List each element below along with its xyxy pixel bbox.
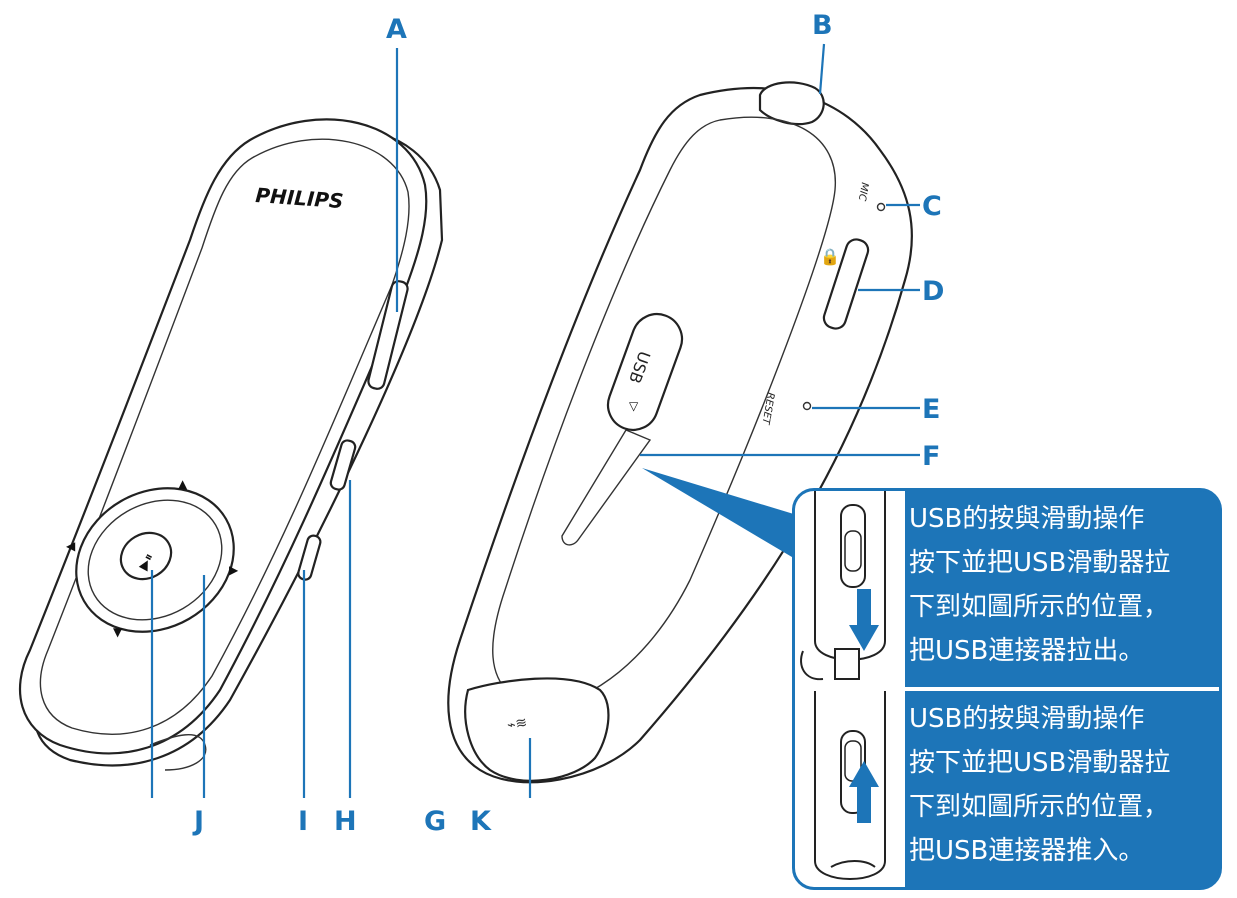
usb-pull-out-drawing <box>800 491 886 681</box>
usb-push-in-panel: USB的按與滑動操作 按下並把USB滑動器拉 下到如圖所示的位置， 把USB連接… <box>795 691 1219 887</box>
back-device-body <box>447 87 913 784</box>
instruction-line: 把USB連接器推入。 <box>909 836 1145 866</box>
front-view-device: PHILIPS ▶⏸ ▲ ◀ ▶ ▼ <box>18 118 444 771</box>
front-device-inner-border <box>39 138 410 735</box>
instruction-line: 下到如圖所示的位置， <box>909 792 1170 822</box>
callout-g: G <box>424 806 446 837</box>
usb-pull-out-instructions: USB的按與滑動操作 按下並把USB滑動器拉 下到如圖所示的位置， 把USB連接… <box>909 497 1219 673</box>
usb-pull-out-illustration <box>795 491 905 687</box>
mic-hole <box>876 202 886 212</box>
hold-switch[interactable] <box>821 237 870 331</box>
lanyard-loop <box>758 81 825 126</box>
usb-slider-track <box>561 429 652 546</box>
usb-slider-button[interactable] <box>601 307 689 437</box>
usb-cap-logo-icon: ⌁≋ <box>506 715 529 734</box>
nav-down-arrow-icon: ▼ <box>113 625 123 639</box>
up-arrow-icon <box>849 761 879 787</box>
instruction-line: 按下並把USB滑動器拉 <box>909 548 1171 578</box>
callout-i: I <box>298 806 308 837</box>
play-pause-icon: ▶⏸ <box>136 551 157 573</box>
callout-letters: A B C D E F J I H G K <box>192 10 944 837</box>
instruction-line: 按下並把USB滑動器拉 <box>909 748 1171 778</box>
side-button-h[interactable] <box>329 439 357 491</box>
instruction-line: USB的按與滑動操作 <box>909 504 1145 534</box>
leader-b <box>818 43 826 95</box>
instruction-line: 把USB連接器拉出。 <box>909 636 1145 666</box>
callout-h: H <box>334 806 357 837</box>
usb-cap <box>464 677 610 782</box>
callout-a: A <box>386 14 407 45</box>
usb-push-in-illustration <box>795 691 905 887</box>
nav-left-arrow-icon: ◀ <box>66 539 76 553</box>
callout-d: D <box>922 276 944 307</box>
lock-icon: 🔒 <box>820 247 840 266</box>
instruction-line: USB的按與滑動操作 <box>909 704 1145 734</box>
usb-instruction-inset: USB的按與滑動操作 按下並把USB滑動器拉 下到如圖所示的位置， 把USB連接… <box>792 488 1222 890</box>
callout-k: K <box>470 806 492 837</box>
inset-divider <box>795 687 1219 691</box>
back-view-device: MIC 🔒 RESET USB ▽ ⌁≋ <box>447 81 913 784</box>
nav-up-arrow-icon: ▲ <box>178 477 188 491</box>
mic-label: MIC <box>856 181 870 201</box>
reset-hole <box>802 401 812 411</box>
usb-push-in-instructions: USB的按與滑動操作 按下並把USB滑動器拉 下到如圖所示的位置， 把USB連接… <box>909 697 1219 873</box>
navigation-ring-inner <box>87 499 223 621</box>
usb-push-in-drawing <box>814 691 886 880</box>
callout-b: B <box>812 10 833 41</box>
callout-c: C <box>922 191 942 222</box>
callout-e: E <box>922 394 940 425</box>
callout-j: J <box>192 806 204 837</box>
usb-slider-arrow-icon: ▽ <box>629 399 639 413</box>
callout-f: F <box>922 441 940 472</box>
leader-lines <box>150 43 920 798</box>
usb-pull-out-panel: USB的按與滑動操作 按下並把USB滑動器拉 下到如圖所示的位置， 把USB連接… <box>795 491 1219 687</box>
zoom-wedge <box>642 468 797 560</box>
nav-right-arrow-icon: ▶ <box>229 563 239 577</box>
down-arrow-icon <box>849 625 879 651</box>
instruction-line: 下到如圖所示的位置， <box>909 592 1170 622</box>
play-pause-button[interactable] <box>112 524 179 588</box>
